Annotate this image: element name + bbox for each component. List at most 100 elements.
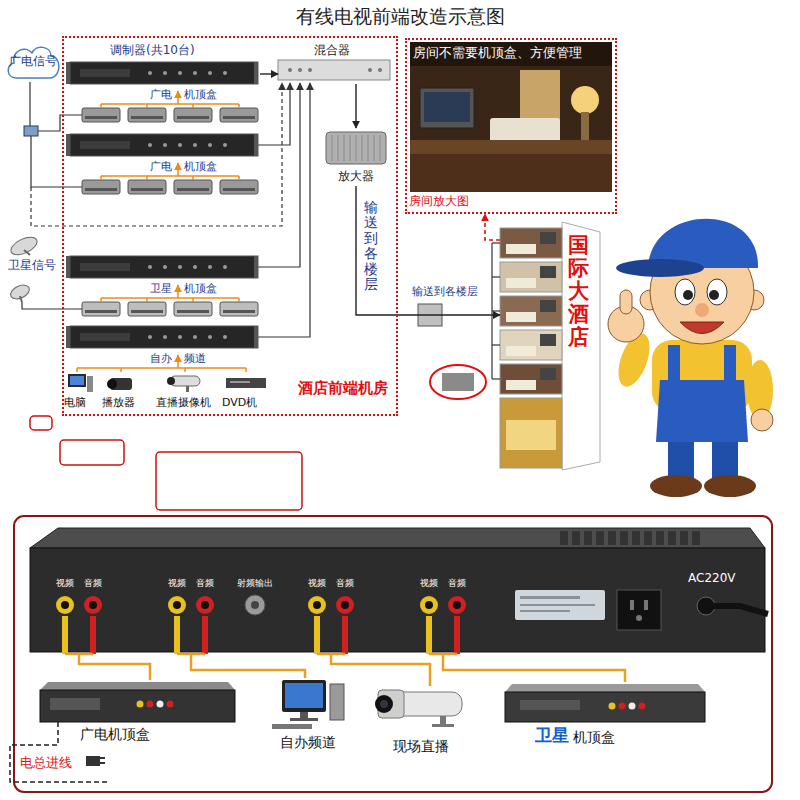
node-text: 国际大酒店 [568,234,589,349]
connector [443,655,625,682]
amplifier-fin [374,135,375,161]
mixer-port [308,68,312,72]
indicator [178,71,182,75]
modulator: 调制器(共10台) [70,44,260,88]
floor-photo [500,262,562,292]
set-top-box [128,302,166,316]
node-text: 音频 [448,578,466,588]
stb-top [505,684,705,692]
set-top-box-front [131,310,163,313]
bracket-tick [192,104,194,108]
node-text: 广电信号 [4,55,62,69]
camera-lens [375,695,393,713]
monitor [282,680,326,712]
feed-line [258,83,310,337]
indicator [163,71,167,75]
panel-top [30,528,765,548]
lamp-stand [581,112,589,140]
indicator [163,143,167,147]
node-text: 现场直播 [393,738,449,754]
indicator [193,143,197,147]
av-cable [65,653,93,656]
node-text: 酒店前端机房 [298,380,388,397]
label-text: DVD机 [222,397,257,410]
floor-bed [506,380,536,390]
bracket-tick [192,176,194,180]
jack-hole [453,601,461,609]
jack-hole [89,601,97,609]
satellite-set-top-box: 卫星机顶盒 [505,682,705,750]
indicator [148,335,152,339]
vent-slot [632,531,640,545]
keyboard [272,724,312,729]
amplifier-fin [332,135,333,161]
floor-photo [500,330,562,360]
bracket-line [77,367,246,369]
mascot-strap [724,345,736,385]
floor-bed [506,244,536,254]
floor-bed [506,346,536,356]
distribution-line [492,276,500,277]
feed-line [258,83,290,145]
bracket-tick [100,104,102,108]
power-outlet [617,590,661,630]
indicator [163,335,167,339]
dish-stand [24,250,30,255]
node-text: 放大器 [338,170,374,184]
bracket-tick [238,104,240,108]
indicator [193,265,197,269]
node-text: 卫星 [535,726,569,746]
window-light [520,70,560,120]
front-panel [80,333,130,341]
set-top-box [220,302,258,316]
player-lens [107,379,117,389]
set-top-box-front [131,188,163,191]
rf-pin [251,601,259,609]
amplifier: 放大器 [322,128,390,186]
stb-top [40,682,235,690]
node-text: 广电机顶盒 [80,726,150,742]
label-text: 播放器 [102,397,135,410]
satellite-signal: 卫星信号 [2,238,62,274]
label-text: 频道 [184,353,206,366]
set-top-box-front [223,116,255,119]
stb-jack [629,703,636,710]
set-top-box-front [223,310,255,313]
empty-frame [30,416,52,430]
node-text: 射频输出 [237,578,273,588]
outlet-slot [630,600,634,610]
distribution-line [492,242,500,243]
audio-jack [84,596,102,614]
stb-jack [147,701,154,708]
label-text: 自办 [150,353,172,366]
desk [410,140,612,154]
connector [191,655,305,678]
signal-splitter [24,126,38,136]
set-top-box [128,180,166,194]
set-top-box [128,108,166,122]
stb-jack [609,703,616,710]
room-photo [410,42,612,192]
connector [331,655,430,686]
amplifier-fin [344,135,345,161]
mascot-eye [707,279,727,305]
set-top-box-front [85,188,117,191]
rf-connector [245,595,265,615]
set-top-box [82,108,120,122]
set-top-box-front [223,188,255,191]
up-arrow [177,285,179,298]
node-text: 音频 [84,578,102,588]
label-text: 广电 [150,89,172,102]
floor-bed [506,278,536,288]
bracket-tick [100,298,102,302]
modulator-rear-panel: 视频音频视频音频射频输出视频音频视频音频AC220V [30,528,765,655]
dish-stand [20,296,22,302]
mascot-cap-brim [616,259,704,277]
front-panel [80,69,130,77]
modulator-unit [70,134,258,156]
stb-ports [50,698,100,710]
set-top-box-front [85,116,117,119]
signal-line [38,115,82,131]
mascot-eye [675,279,695,305]
camera-mount [186,386,189,392]
